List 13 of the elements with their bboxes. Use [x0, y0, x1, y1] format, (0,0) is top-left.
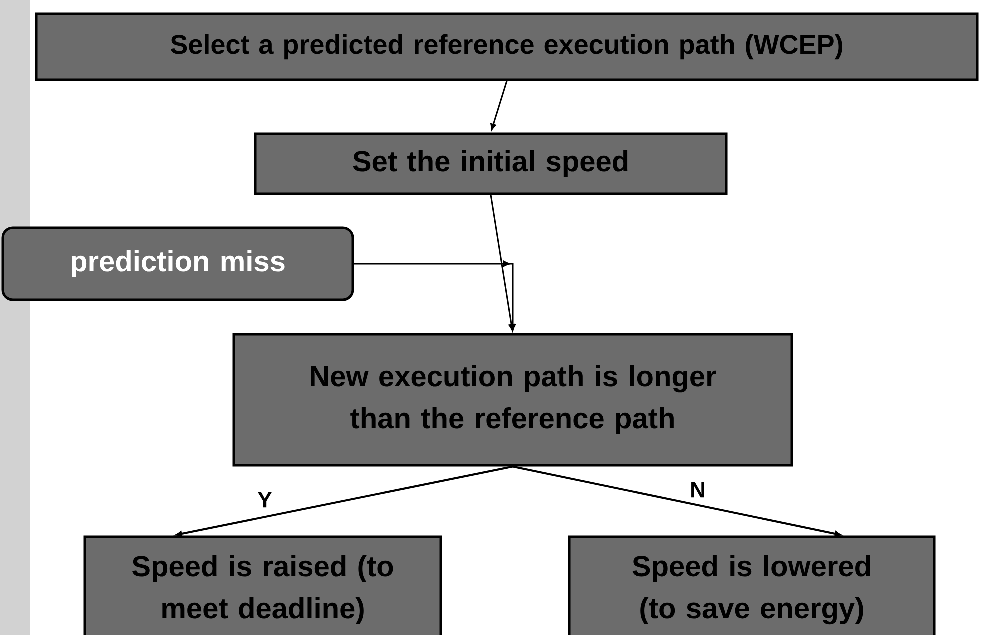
process-box: New execution path is longer than the reference path	[232, 333, 794, 467]
event-box: prediction miss	[2, 226, 354, 302]
edge-label: N	[689, 481, 707, 499]
process-box: Set the initial speed	[254, 132, 728, 196]
arrow	[490, 195, 515, 332]
process-box: Speed is raised (to meet deadline)	[84, 536, 442, 635]
arrow	[176, 466, 514, 537]
process-box: Select a predicted reference execution path (WCEP)	[35, 12, 979, 82]
process-box: Speed is lowered (to save energy)	[568, 536, 936, 635]
arrow	[512, 466, 842, 537]
arrow	[354, 261, 516, 331]
edge-label: Y	[256, 491, 274, 509]
arrow	[490, 81, 508, 131]
